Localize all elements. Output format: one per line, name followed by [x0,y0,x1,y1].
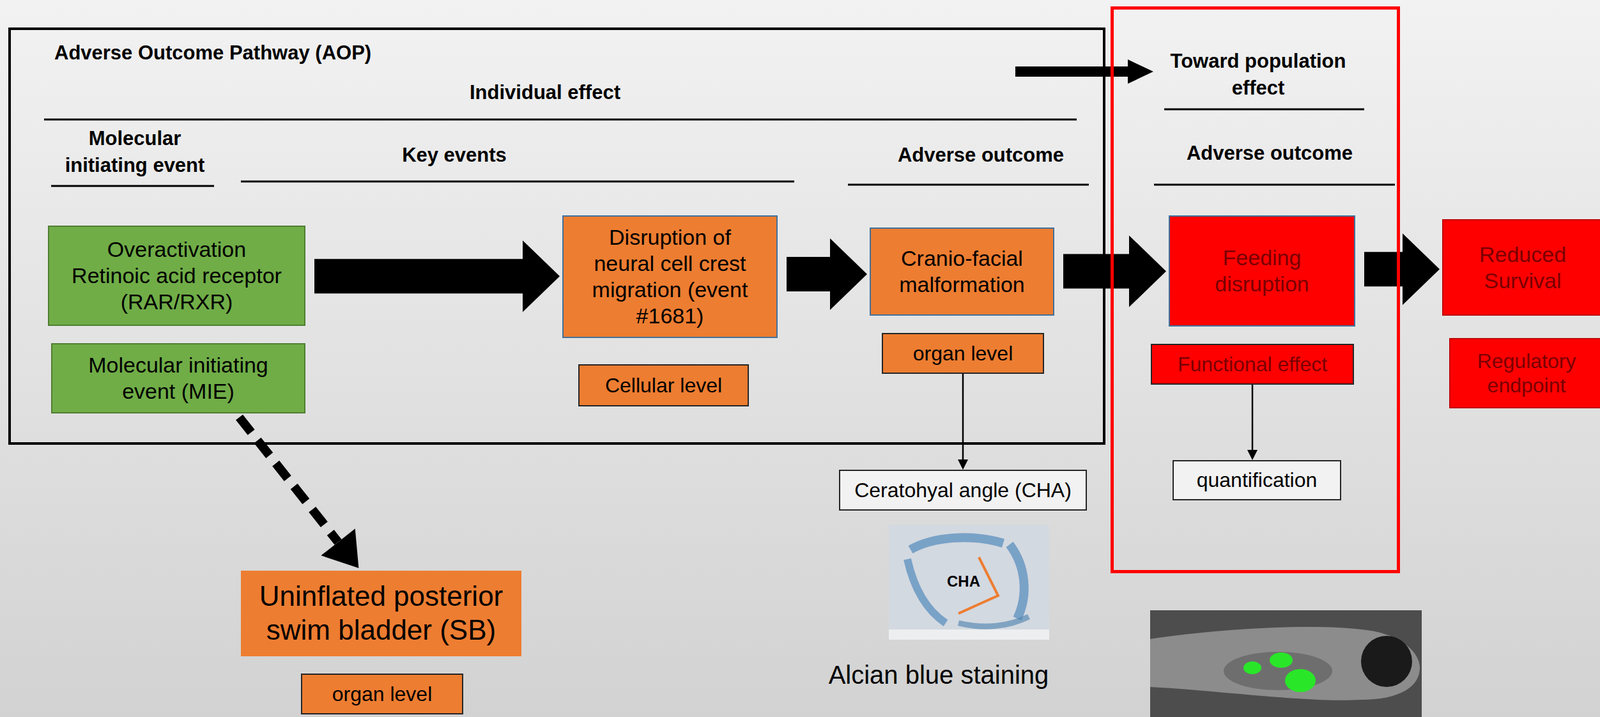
photo-ground [1150,610,1422,717]
arrow-shaft [239,417,339,542]
block-arrow [1063,235,1167,308]
cartilage [910,537,1004,550]
block-arrow-shape [1063,235,1167,308]
heading-rule [847,184,1089,186]
heading-rule [1153,184,1395,186]
arrow-head [1247,449,1258,461]
box-text: Functional effect [1177,352,1328,377]
block-arrow [314,240,560,312]
box-text: Molecular initiating event (MIE) [66,352,291,405]
level-tag: Regulatory endpoint [1449,338,1600,409]
regulatory-box: Reduced Survival [1442,219,1600,316]
outcome-box: Feeding disruption [1168,215,1356,327]
initiating-event-box: Overactivation Retinoic acid receptor (R… [47,225,306,326]
box-text: Feeding disruption [1181,244,1343,298]
frame-heading: Adverse Outcome Pathway (AOP) [54,39,540,67]
fluorescence [1284,669,1316,693]
photo-strip [888,629,1050,640]
box-text: Cranio-facial malformation [882,245,1042,298]
heading-rule [44,118,1077,121]
level-tag: organ level [881,332,1045,374]
initiating-event-box: Molecular initiating event (MIE) [51,343,306,414]
larva-gut [1223,651,1333,691]
box-text: Regulatory endpoint [1460,348,1593,399]
scale-arrow [1015,59,1154,84]
block-arrow-shape [1364,233,1440,305]
block-arrow [786,238,868,310]
arrow-head [320,528,359,569]
level-tag: organ level [300,673,464,715]
arrow-shaft [962,373,965,460]
level-tag: Functional effect [1150,343,1354,385]
method-box: quantification [1172,460,1342,501]
box-text: Uninflated posterior swim bladder (SB) [253,579,509,648]
level-tag: Cellular level [578,364,749,407]
outcome-box: Cranio-facial malformation [869,227,1055,316]
fluorescence [1269,652,1293,668]
alcian-blue-image [888,524,1050,640]
population-frame: Toward population effectAdverse outcomeF… [1110,6,1400,574]
block-arrow-shape [314,240,560,312]
section-heading: Key events [326,141,583,169]
box-text: organ level [913,341,1014,366]
frame-heading: Toward population effect [1152,47,1364,102]
heading-rule [1164,108,1365,111]
side-effect-box: Uninflated posterior swim bladder (SB) [240,570,522,657]
box-text: Disruption of neural cell crest migratio… [577,224,763,329]
thin-arrow [957,373,969,470]
larva-body [1150,626,1420,701]
box-text: Reduced Survival [1454,241,1591,294]
box-text: Ceratohyal angle (CHA) [854,477,1072,503]
box-text: quantification [1196,467,1318,493]
fluorescence [1243,661,1262,675]
heading-rules [44,109,1395,186]
larva-eye [1361,635,1413,687]
section-heading: Individual effect [385,79,705,107]
box-text: Overactivation Retinoic acid receptor (R… [68,236,285,315]
method-box: Ceratohyal angle (CHA) [838,469,1087,511]
arrow-shaft [1251,384,1254,450]
image-caption: Alcian blue staining [778,657,1099,693]
photo-ground [888,524,1050,640]
key-event-box: Disruption of neural cell crest migratio… [562,215,778,339]
box-text: organ level [332,681,433,707]
larva-image [1150,610,1422,717]
block-arrow-shape [786,238,868,310]
heading-rule [51,185,215,188]
section-heading: Adverse outcome [859,141,1103,169]
heading-rule [240,180,795,183]
cartilage [907,559,946,624]
dashed-arrow [239,417,360,569]
cartilage [958,616,1029,627]
frame-heading: Adverse outcome [1154,139,1385,167]
block-arrow [1364,233,1440,305]
thin-arrow [1247,384,1258,461]
arrow-head [957,459,969,470]
cartilage [1009,544,1025,619]
box-text: Cellular level [605,373,723,398]
section-heading: Molecular initiating event [51,125,218,179]
angle-label: CHA [941,571,986,592]
